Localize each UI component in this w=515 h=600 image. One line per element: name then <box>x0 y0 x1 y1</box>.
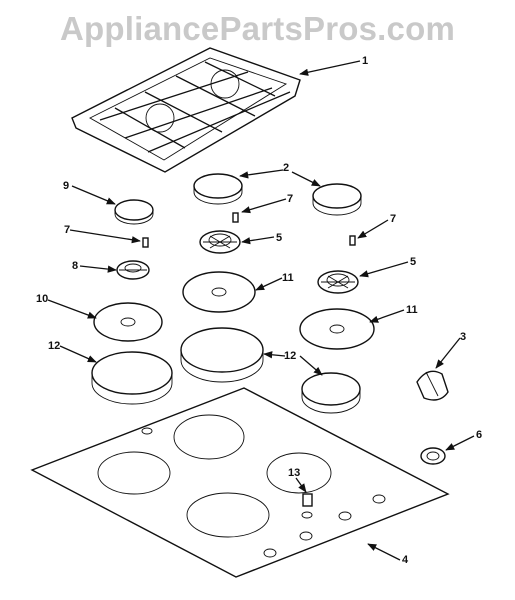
callout-12a: 12 <box>48 340 60 352</box>
callout-3: 3 <box>460 331 466 343</box>
trim-ring-2 <box>91 351 173 405</box>
callout-7c: 7 <box>390 213 396 225</box>
screw-2 <box>142 237 149 248</box>
control-knob <box>416 370 449 401</box>
callout-11b: 11 <box>406 304 418 316</box>
callout-9: 9 <box>63 180 69 192</box>
callout-1: 1 <box>362 55 368 67</box>
drip-bowl-1 <box>182 271 256 313</box>
callout-12b: 12 <box>284 350 296 362</box>
callout-10: 10 <box>36 293 48 305</box>
igniter <box>301 493 313 519</box>
cooktop-panel <box>30 387 450 578</box>
watermark-text: AppliancePartsPros.com <box>59 10 456 47</box>
screw-1 <box>232 212 239 223</box>
callout-7b: 7 <box>64 224 70 236</box>
trim-ring-3 <box>301 372 361 414</box>
trim-ring-1 <box>180 327 264 383</box>
knob-bezel <box>420 447 446 465</box>
callout-2: 2 <box>283 162 289 174</box>
screw-3 <box>349 235 356 246</box>
callout-8: 8 <box>72 260 78 272</box>
burner-head-small <box>116 260 150 280</box>
burner-cap-small <box>114 199 154 225</box>
burner-cap-large-1 <box>193 173 243 205</box>
callout-6: 6 <box>476 429 482 441</box>
burner-head-1 <box>199 230 241 254</box>
callout-11a: 11 <box>282 272 294 284</box>
callout-5b: 5 <box>410 256 416 268</box>
burner-head-2 <box>317 270 359 294</box>
drip-bowl-small <box>93 302 163 342</box>
drip-bowl-2 <box>299 308 375 350</box>
grate-part <box>71 47 301 173</box>
callout-5a: 5 <box>276 232 282 244</box>
callout-13: 13 <box>288 467 300 479</box>
callout-7a: 7 <box>287 193 293 205</box>
callout-4: 4 <box>402 554 409 566</box>
burner-cap-large-2 <box>312 183 362 216</box>
leader-lines <box>47 60 475 561</box>
